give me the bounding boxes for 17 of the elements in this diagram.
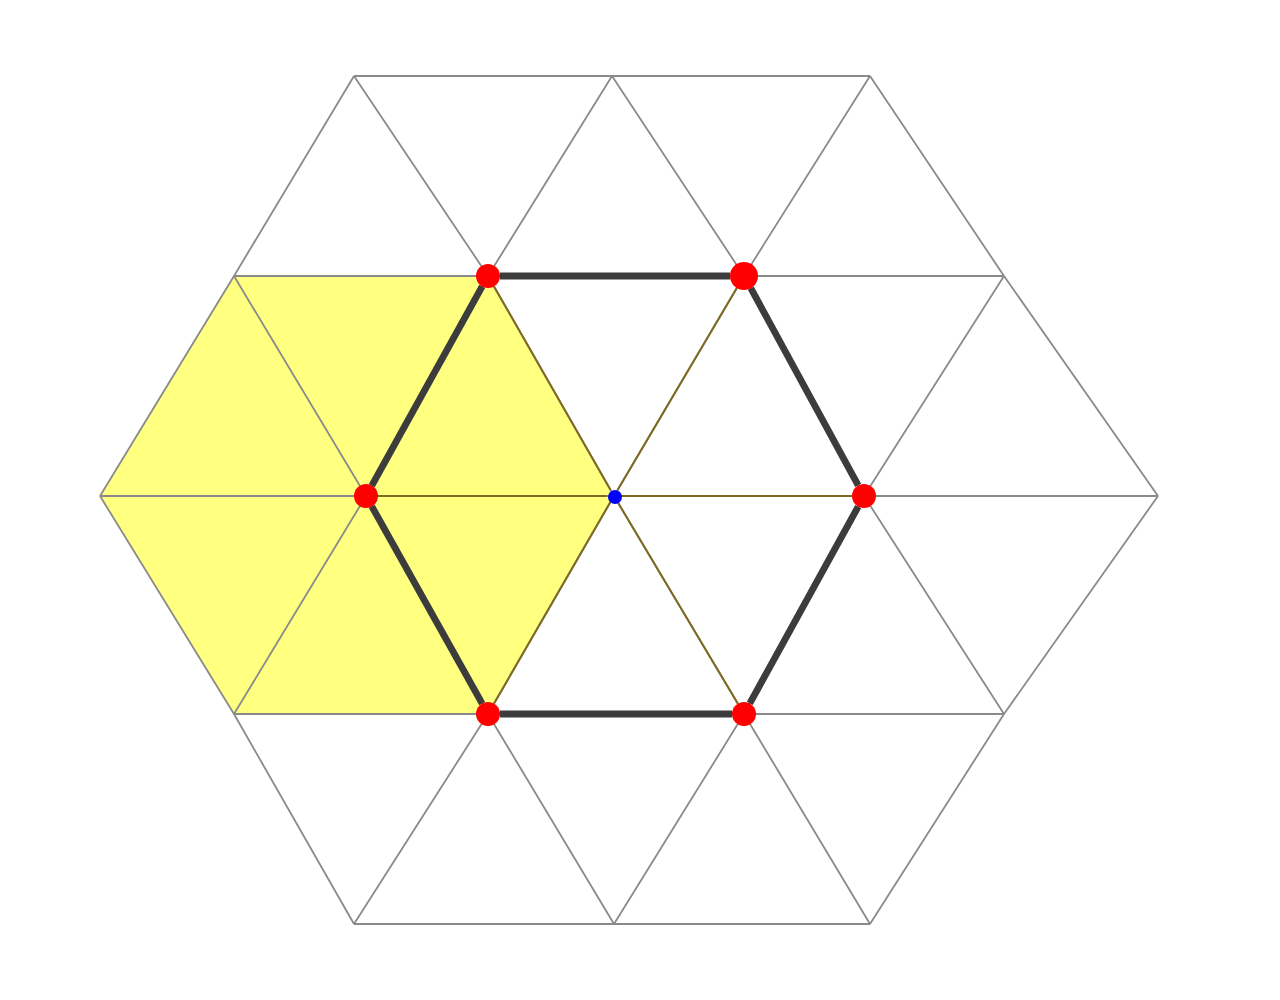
connector-line (377, 495, 608, 497)
vertex-dot-icon (852, 484, 876, 508)
connector-line (500, 272, 730, 280)
connector-line (616, 501, 739, 705)
connector-line (620, 495, 853, 497)
connector-line (493, 285, 612, 491)
connector-line (368, 284, 486, 488)
connector-line (493, 501, 612, 705)
connector-line (747, 286, 862, 488)
vertex-dot-icon (476, 702, 500, 726)
vertex-dot-icon (730, 262, 758, 290)
vertex-dot-icon (476, 264, 500, 288)
connector-line (500, 710, 732, 718)
connector-line (616, 287, 738, 491)
connector-line (746, 504, 862, 706)
vertex-dot-icon (732, 702, 756, 726)
connector-line (368, 504, 486, 706)
